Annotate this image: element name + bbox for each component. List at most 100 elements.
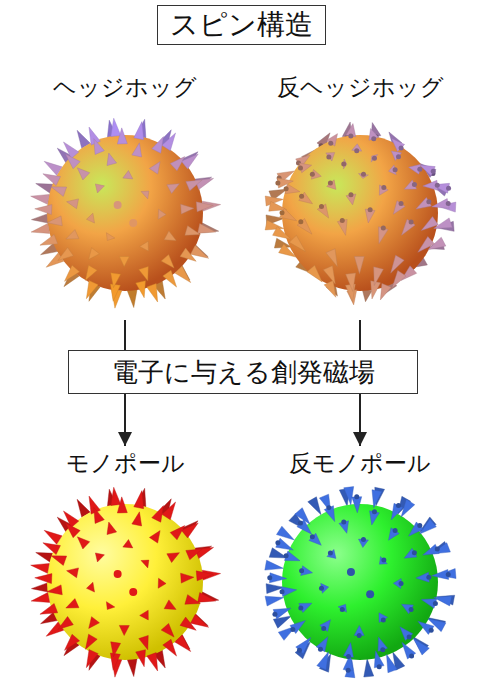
spin-cone xyxy=(107,153,117,166)
spin-cone-base xyxy=(381,617,386,622)
spin-cone xyxy=(266,584,284,594)
spin-cone xyxy=(393,201,405,215)
spin-cone xyxy=(345,284,355,302)
spin-cone xyxy=(402,642,416,659)
spin-cone-base xyxy=(299,194,304,199)
spin-cone xyxy=(374,267,384,286)
spin-cone xyxy=(195,547,213,558)
spin-cone-base xyxy=(396,503,401,508)
spin-cone-base xyxy=(290,627,295,632)
spin-cone xyxy=(186,180,202,191)
spin-cone xyxy=(196,202,213,212)
spin-cone-base xyxy=(446,572,451,577)
spin-cone xyxy=(276,526,294,540)
spin-cone-base xyxy=(399,581,404,586)
spin-cone xyxy=(320,620,331,632)
spin-cone-base xyxy=(417,523,422,528)
spin-cone-base xyxy=(409,607,414,612)
spin-cone-base xyxy=(381,226,386,231)
spin-cone-base xyxy=(298,606,303,611)
spin-cone xyxy=(119,256,129,266)
spin-cone xyxy=(344,487,354,505)
spin-cone xyxy=(400,627,413,641)
spin-cone xyxy=(280,208,297,220)
spin-cone-base xyxy=(407,635,412,640)
spin-cone xyxy=(402,219,416,235)
spin-cone xyxy=(364,659,374,677)
spin-cone xyxy=(31,194,50,204)
spin-cone xyxy=(65,154,80,169)
spin-cone xyxy=(58,248,73,261)
spin-cone xyxy=(323,266,335,284)
spin-cone xyxy=(44,161,62,175)
spin-cone xyxy=(43,543,61,555)
spin-cone xyxy=(354,256,364,273)
spin-cone xyxy=(86,281,98,299)
spin-cone xyxy=(185,226,201,236)
spin-cone xyxy=(161,254,174,268)
antimonopole-node: 反モノポール xyxy=(245,446,475,682)
spin-cone xyxy=(180,248,196,261)
spin-cone xyxy=(181,204,194,214)
sphere-body xyxy=(47,504,203,660)
spin-cone-base xyxy=(321,626,326,631)
spin-cone xyxy=(316,637,328,652)
spin-cone-base xyxy=(326,154,331,159)
spin-cone xyxy=(170,526,185,540)
spin-cone xyxy=(284,551,300,561)
spin-cone-base xyxy=(354,494,359,499)
spin-cone xyxy=(95,553,104,562)
spin-cone xyxy=(186,549,202,560)
spin-cone xyxy=(327,549,336,558)
spin-cone-base xyxy=(284,553,289,558)
spin-cone xyxy=(158,578,166,588)
spin-cone xyxy=(110,284,120,301)
spin-cone xyxy=(326,249,337,267)
spin-cone xyxy=(94,139,104,155)
spin-cone-base xyxy=(340,218,345,223)
spin-cone xyxy=(347,568,355,576)
spin-cone xyxy=(391,255,404,273)
spin-cone xyxy=(46,622,64,636)
spin-cone xyxy=(324,506,334,522)
spin-cone xyxy=(149,162,160,174)
spin-cone xyxy=(379,556,387,564)
spin-cone-base xyxy=(267,575,272,580)
spin-cone-base xyxy=(429,628,434,633)
spin-cone xyxy=(139,266,148,280)
spin-cone xyxy=(371,281,381,299)
spin-cone xyxy=(181,523,198,538)
spin-cone xyxy=(110,653,120,670)
spin-cone xyxy=(127,658,137,676)
spin-cone xyxy=(326,153,335,161)
spin-cone-base xyxy=(399,146,404,151)
spin-cone xyxy=(391,503,403,520)
spin-cone xyxy=(77,168,89,180)
spin-cone xyxy=(141,560,149,568)
spin-cone-base xyxy=(399,201,404,206)
spin-cone xyxy=(152,506,164,523)
spin-cone xyxy=(66,599,79,608)
spin-cone xyxy=(89,617,100,629)
structure-label: 反モノポール xyxy=(245,446,475,480)
spin-cone xyxy=(85,634,97,649)
spin-cone-base xyxy=(377,664,382,669)
spin-cone-base xyxy=(340,607,345,612)
spin-cone-base xyxy=(280,589,285,594)
spin-cone xyxy=(418,236,435,252)
spin-cone xyxy=(191,245,209,258)
spin-cone xyxy=(409,522,424,536)
spin-cone xyxy=(371,155,378,163)
spin-cone-base xyxy=(372,509,377,514)
spin-cone-base xyxy=(318,647,323,652)
spin-cone xyxy=(391,151,401,161)
spin-cone xyxy=(404,548,417,558)
spin-cone xyxy=(46,253,64,267)
spin-cone xyxy=(31,582,49,592)
spin-cone xyxy=(94,508,104,524)
spin-cone xyxy=(158,209,166,219)
spin-cone xyxy=(418,621,434,634)
spin-cone xyxy=(44,530,62,544)
spin-cone-base xyxy=(341,162,346,167)
